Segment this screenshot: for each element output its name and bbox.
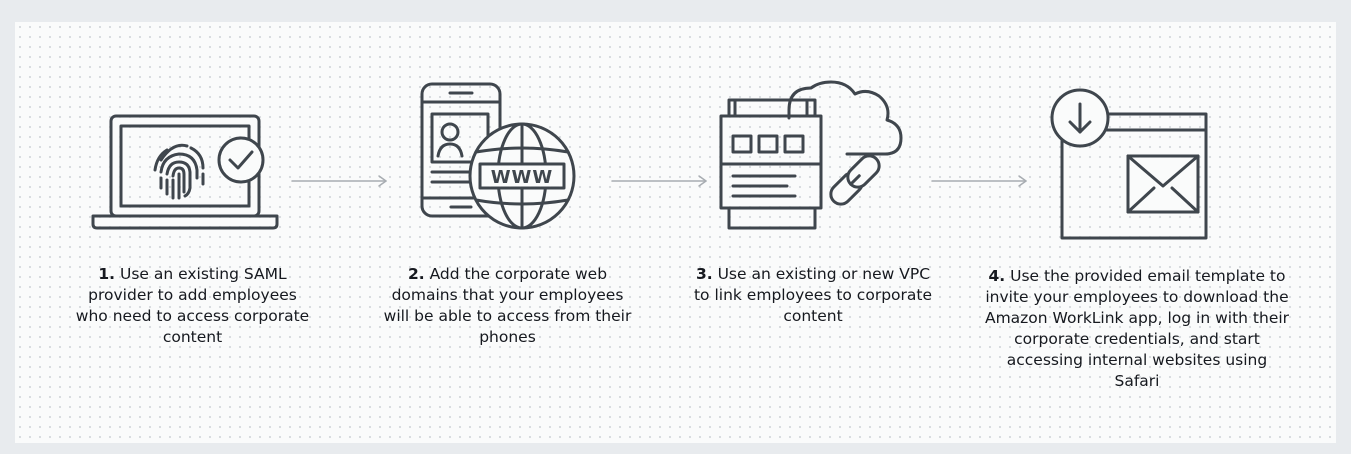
laptop-fingerprint-check-icon [91,114,279,230]
step-text: Use an existing SAML provider to add emp… [75,265,310,346]
diagram-panel [15,22,1336,443]
step-text: Add the corporate web domains that your … [383,265,632,346]
step-1-caption: 1. Use an existing SAML provider to add … [70,264,315,348]
arrow-step-3-to-4 [931,175,1027,187]
step-3-caption: 3. Use an existing or new VPC to link em… [688,264,938,327]
phone-globe-www-icon: WWW [420,82,576,230]
step-text: Use the provided email template to invit… [984,267,1290,390]
step-number: 1. [98,265,116,283]
step-number: 3. [695,265,713,283]
step-2-caption: 2. Add the corporate web domains that yo… [380,264,635,348]
server-cloud-link-icon [719,80,903,230]
www-label: WWW [491,167,554,188]
arrow-step-2-to-3 [611,175,707,187]
arrow-step-1-to-2 [291,175,387,187]
step-4-caption: 4. Use the provided email template to in… [982,266,1292,392]
step-number: 4. [988,267,1006,285]
step-number: 2. [407,265,425,283]
download-window-envelope-icon [1050,88,1208,240]
step-text: Use an existing or new VPC to link emplo… [693,265,932,325]
